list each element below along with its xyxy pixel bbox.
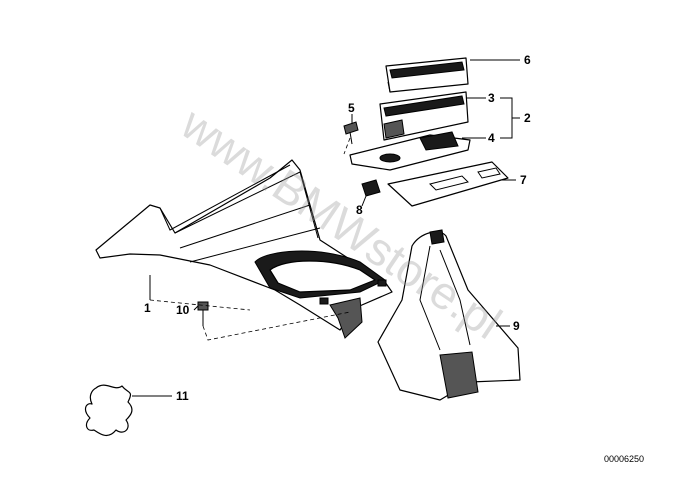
callout-4: 4 (488, 131, 495, 145)
callout-5: 5 (348, 101, 355, 115)
leather-symbol-icon (84, 384, 133, 437)
callout-leaders (132, 59, 520, 397)
assembly-guides (149, 137, 351, 341)
storage-compartment-part (379, 91, 469, 141)
compartment-frame-part (349, 131, 471, 171)
callout-3: 3 (488, 91, 495, 105)
screw-part (343, 121, 359, 145)
callout-2: 2 (524, 111, 531, 125)
diagram-code: 00006250 (604, 454, 644, 464)
clip-part (361, 179, 381, 197)
callout-10: 10 (176, 303, 190, 317)
tray-lid-part (385, 57, 469, 93)
callout-9: 9 (513, 319, 520, 333)
center-console-part (95, 159, 393, 339)
callout-11: 11 (176, 389, 189, 403)
callout-1: 1 (144, 301, 151, 315)
shift-boot-part (377, 229, 521, 401)
callout-7: 7 (520, 173, 527, 187)
callout-8: 8 (356, 203, 363, 217)
trim-plate-part (387, 161, 509, 207)
callout-6: 6 (524, 53, 531, 67)
